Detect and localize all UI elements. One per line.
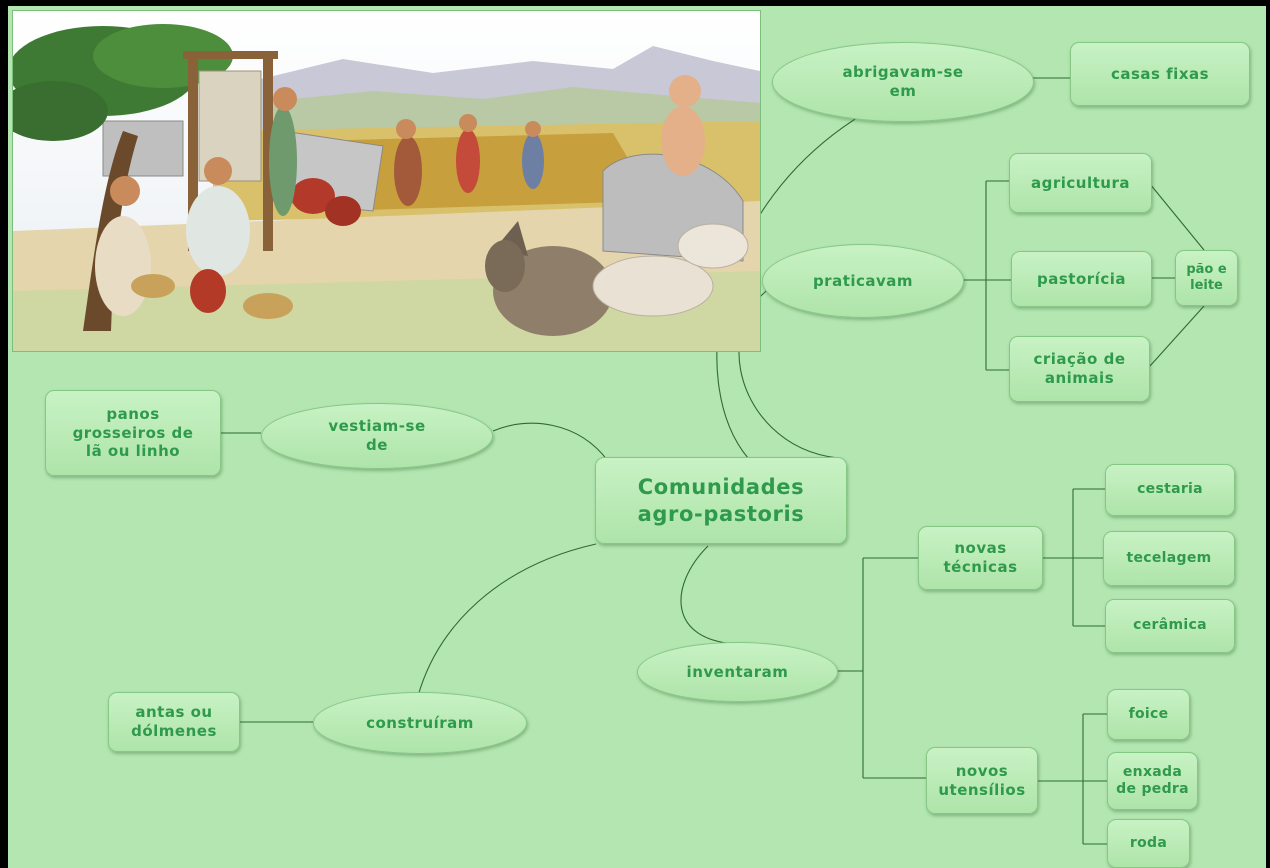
node-comunidades-agro-pastoris[interactable]: Comunidades agro-pastoris bbox=[595, 457, 847, 544]
connector-lines bbox=[221, 77, 1205, 845]
node-inventaram[interactable]: inventaram bbox=[637, 642, 838, 702]
link-center-vestiam bbox=[492, 422, 609, 462]
node-panos-grosseiros[interactable]: panos grosseiros de lã ou linho bbox=[45, 390, 221, 476]
node-roda[interactable]: roda bbox=[1107, 819, 1190, 868]
link-center-inventaram bbox=[680, 545, 739, 645]
link-center-construiram bbox=[417, 543, 597, 697]
node-pao-e-leite[interactable]: pão e leite bbox=[1175, 250, 1238, 306]
prehistoric-village-illustration bbox=[8, 10, 761, 352]
node-casas-fixas[interactable]: casas fixas bbox=[1070, 42, 1250, 106]
link-criacao-pao bbox=[1149, 305, 1205, 367]
node-vestiam-se-de[interactable]: vestiam-se de bbox=[261, 403, 493, 469]
concept-map: abrigavam-se em casas fixas praticavam a… bbox=[8, 6, 1266, 868]
node-antas-ou-dolmenes[interactable]: antas ou dólmenes bbox=[108, 692, 240, 752]
node-novos-utensilios[interactable]: novos utensílios bbox=[926, 747, 1038, 814]
village-scene-image bbox=[8, 11, 760, 351]
link-novos-branches bbox=[1038, 713, 1107, 845]
node-foice[interactable]: foice bbox=[1107, 689, 1190, 740]
node-praticavam[interactable]: praticavam bbox=[762, 244, 964, 318]
node-ceramica[interactable]: cerâmica bbox=[1105, 599, 1235, 653]
link-novas-branches bbox=[1043, 488, 1105, 627]
node-criacao-de-animais[interactable]: criação de animais bbox=[1009, 336, 1150, 402]
link-inventaram-branches bbox=[836, 557, 926, 779]
node-enxada-de-pedra[interactable]: enxada de pedra bbox=[1107, 752, 1198, 810]
node-agricultura[interactable]: agricultura bbox=[1009, 153, 1152, 213]
link-praticavam-branches bbox=[963, 180, 1011, 371]
node-abrigavam[interactable]: abrigavam-se em bbox=[772, 42, 1034, 122]
node-tecelagem[interactable]: tecelagem bbox=[1103, 531, 1235, 586]
link-agricultura-pao bbox=[1149, 183, 1205, 251]
node-construiram[interactable]: construíram bbox=[313, 692, 527, 754]
node-cestaria[interactable]: cestaria bbox=[1105, 464, 1235, 516]
node-pastoricia[interactable]: pastorícia bbox=[1011, 251, 1152, 307]
node-novas-tecnicas[interactable]: novas técnicas bbox=[918, 526, 1043, 590]
